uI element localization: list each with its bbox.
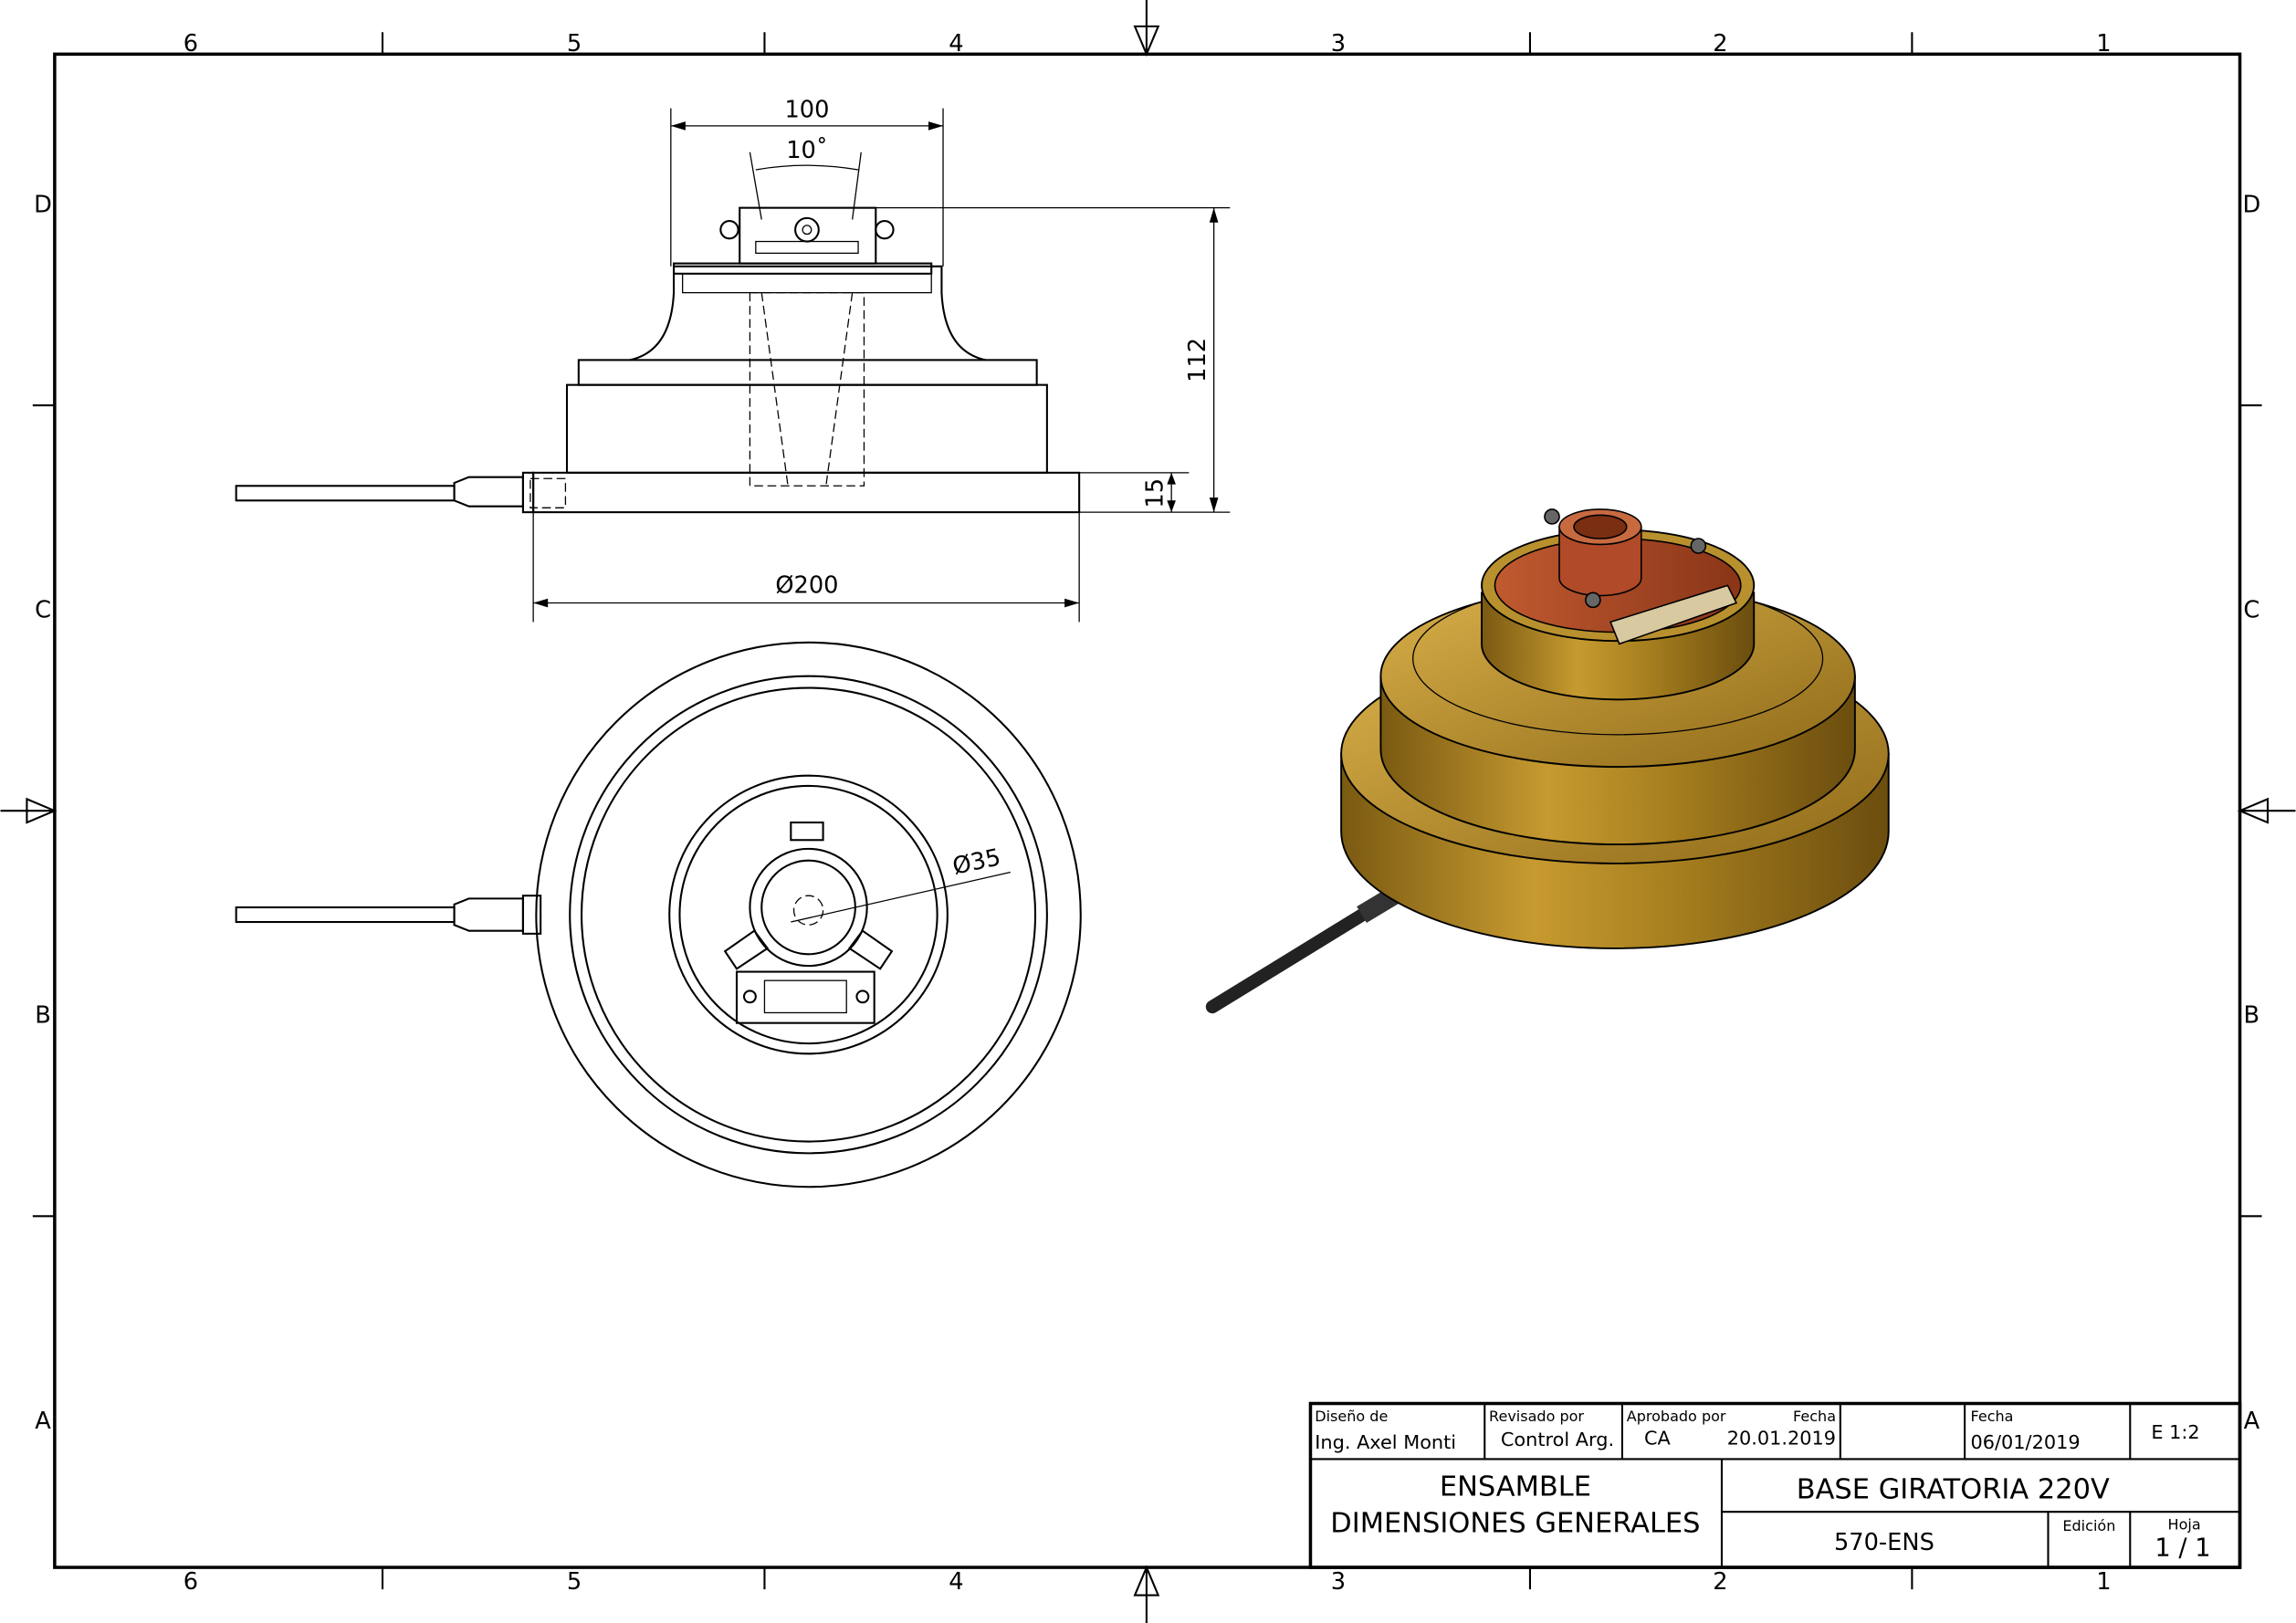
dim-diameter-bore: Ø35 xyxy=(950,843,1003,880)
top-view: Ø35 xyxy=(235,641,1082,1188)
dim-width-top: 100 xyxy=(784,96,829,123)
col-label: 4 xyxy=(949,30,963,58)
title-block: Diseño de Revisado por Aprobado por Fech… xyxy=(1308,1401,2242,1569)
isometric-view xyxy=(1205,508,1890,1014)
sheet-number: 1 / 1 xyxy=(2154,1534,2210,1562)
col-label: 2 xyxy=(1713,1568,1727,1596)
row-label: C xyxy=(2243,597,2259,624)
reviewed-by: Control Arg. xyxy=(1501,1429,1614,1450)
part-title: BASE GIRATORIA 220V xyxy=(1797,1474,2110,1506)
row-label: C xyxy=(35,597,51,624)
row-label: D xyxy=(2242,191,2260,218)
description-line1: ENSAMBLE xyxy=(1440,1471,1591,1503)
sheet-label: Hoja xyxy=(2168,1515,2201,1533)
row-label: B xyxy=(35,1002,51,1030)
dim-height-total: 112 xyxy=(1184,338,1211,382)
front-view xyxy=(235,206,1081,514)
col-label: 2 xyxy=(1713,30,1727,58)
row-label: A xyxy=(2244,1408,2260,1435)
col-label: 5 xyxy=(567,30,582,58)
row-label: B xyxy=(2244,1002,2260,1030)
approval-date-label: Fecha xyxy=(1793,1408,1836,1425)
reviewed-by-label: Revisado por xyxy=(1489,1408,1584,1425)
edition-label: Edición xyxy=(2062,1517,2115,1534)
drawing-number: 570-ENS xyxy=(1834,1529,1934,1556)
scale: E 1:2 xyxy=(2151,1421,2199,1443)
col-label: 6 xyxy=(183,30,198,58)
dim-base-height: 15 xyxy=(1142,478,1169,508)
approval-date: 20.01.2019 xyxy=(1727,1427,1836,1449)
row-label: A xyxy=(35,1408,51,1435)
designed-by-label: Diseño de xyxy=(1315,1408,1388,1425)
col-label: 1 xyxy=(2096,30,2111,58)
col-label: 6 xyxy=(183,1568,198,1596)
col-label: 1 xyxy=(2096,1568,2111,1596)
col-label: 5 xyxy=(567,1568,582,1596)
col-label: 4 xyxy=(949,1568,963,1596)
approved-by: CA xyxy=(1644,1427,1672,1449)
col-label: 3 xyxy=(1331,30,1346,58)
row-label: D xyxy=(34,191,52,218)
approved-by-label: Aprobado por xyxy=(1627,1408,1726,1425)
border-ticks xyxy=(32,32,2262,1590)
designed-by: Ing. Axel Monti xyxy=(1315,1431,1456,1453)
dimensions-front: 100 10˚ 112 15 Ø200 xyxy=(532,96,1231,623)
drawing-frame xyxy=(53,52,2242,1569)
dim-diameter-base: Ø200 xyxy=(775,571,838,599)
date-label: Fecha xyxy=(1971,1408,2014,1425)
dim-angle: 10˚ xyxy=(786,137,827,164)
date: 06/01/2019 xyxy=(1971,1431,2081,1453)
description-line2: DIMENSIONES GENERALES xyxy=(1330,1508,1700,1540)
col-label: 3 xyxy=(1331,1568,1346,1596)
